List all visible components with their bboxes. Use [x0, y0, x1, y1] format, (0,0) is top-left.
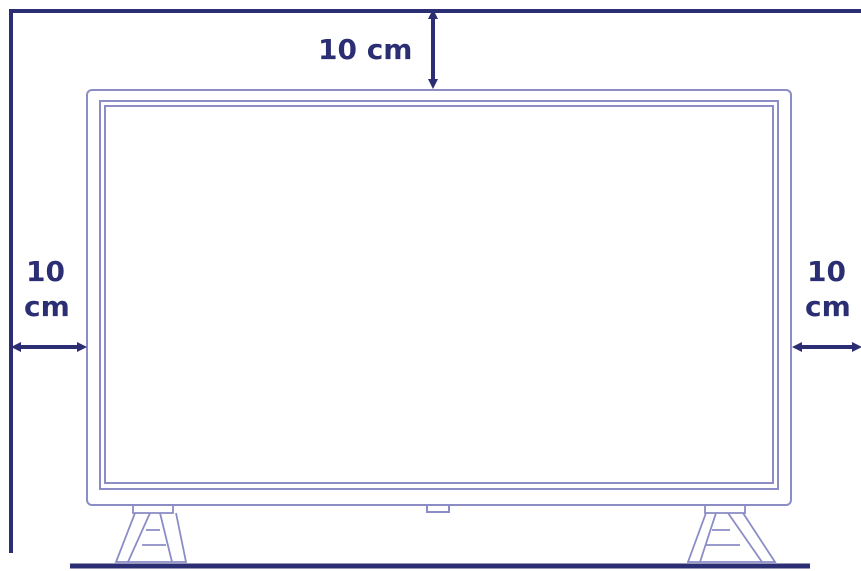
- left-clearance-number: 10: [26, 255, 65, 288]
- left-clearance-unit: cm: [24, 290, 70, 323]
- tv-screen-outer: [99, 100, 779, 490]
- tv-sensor: [426, 504, 450, 513]
- tv-stand-left: [114, 504, 188, 563]
- right-clearance-unit: cm: [805, 290, 851, 323]
- tv-bezel: [86, 89, 792, 506]
- top-clearance-label: 10 cm: [318, 33, 413, 66]
- wall-outline: [9, 9, 861, 553]
- tv: [86, 89, 792, 513]
- tv-screen-inner: [104, 105, 774, 484]
- tv-stand-right: [686, 504, 777, 563]
- right-clearance-number: 10: [807, 255, 846, 288]
